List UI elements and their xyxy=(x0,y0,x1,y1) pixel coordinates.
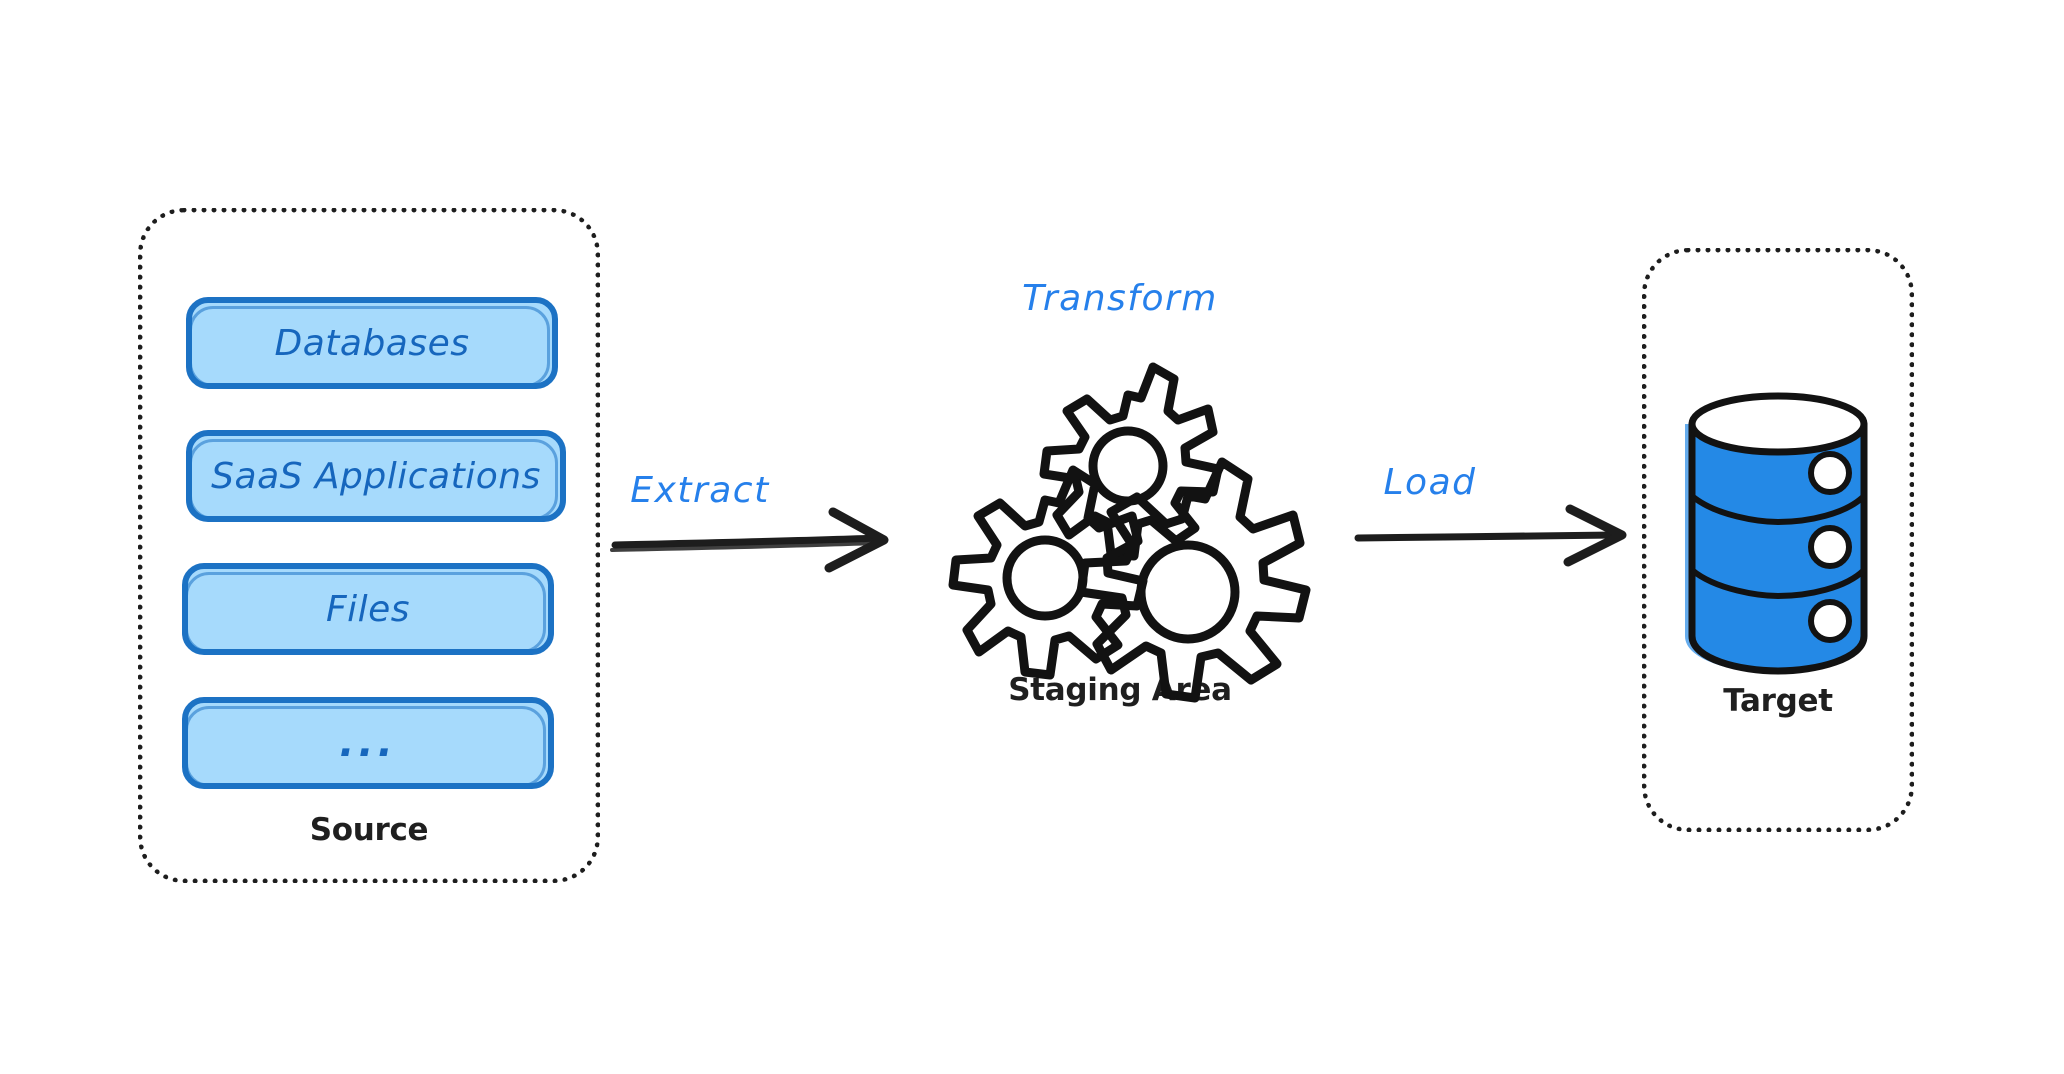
source-item-label: ... xyxy=(339,720,397,766)
source-item-ellipsis[interactable]: ... xyxy=(182,697,554,789)
source-item-saas-applications[interactable]: SaaS Applications xyxy=(186,430,566,522)
staging-caption: Staging Area xyxy=(1008,672,1232,708)
gear-large-icon xyxy=(1076,457,1311,703)
target-group-container xyxy=(1642,248,1914,832)
source-item-label: Files xyxy=(325,588,411,630)
arrow-label-extract: Extract xyxy=(630,470,770,511)
source-item-databases[interactable]: Databases xyxy=(186,297,558,389)
gear-small-icon xyxy=(1039,362,1223,561)
source-item-label: SaaS Applications xyxy=(211,455,541,497)
load-arrow-icon xyxy=(1354,504,1627,567)
extract-arrow-icon xyxy=(610,507,889,573)
target-caption: Target xyxy=(1723,683,1833,719)
source-item-label: Databases xyxy=(274,322,470,364)
source-caption: Source xyxy=(309,812,429,848)
source-item-files[interactable]: Files xyxy=(182,563,554,655)
section-label-transform: Transform xyxy=(1022,278,1218,319)
gear-medium-icon xyxy=(948,465,1148,680)
source-group-container xyxy=(138,208,600,883)
arrow-label-load: Load xyxy=(1383,462,1477,503)
gears-icon xyxy=(948,362,1311,703)
